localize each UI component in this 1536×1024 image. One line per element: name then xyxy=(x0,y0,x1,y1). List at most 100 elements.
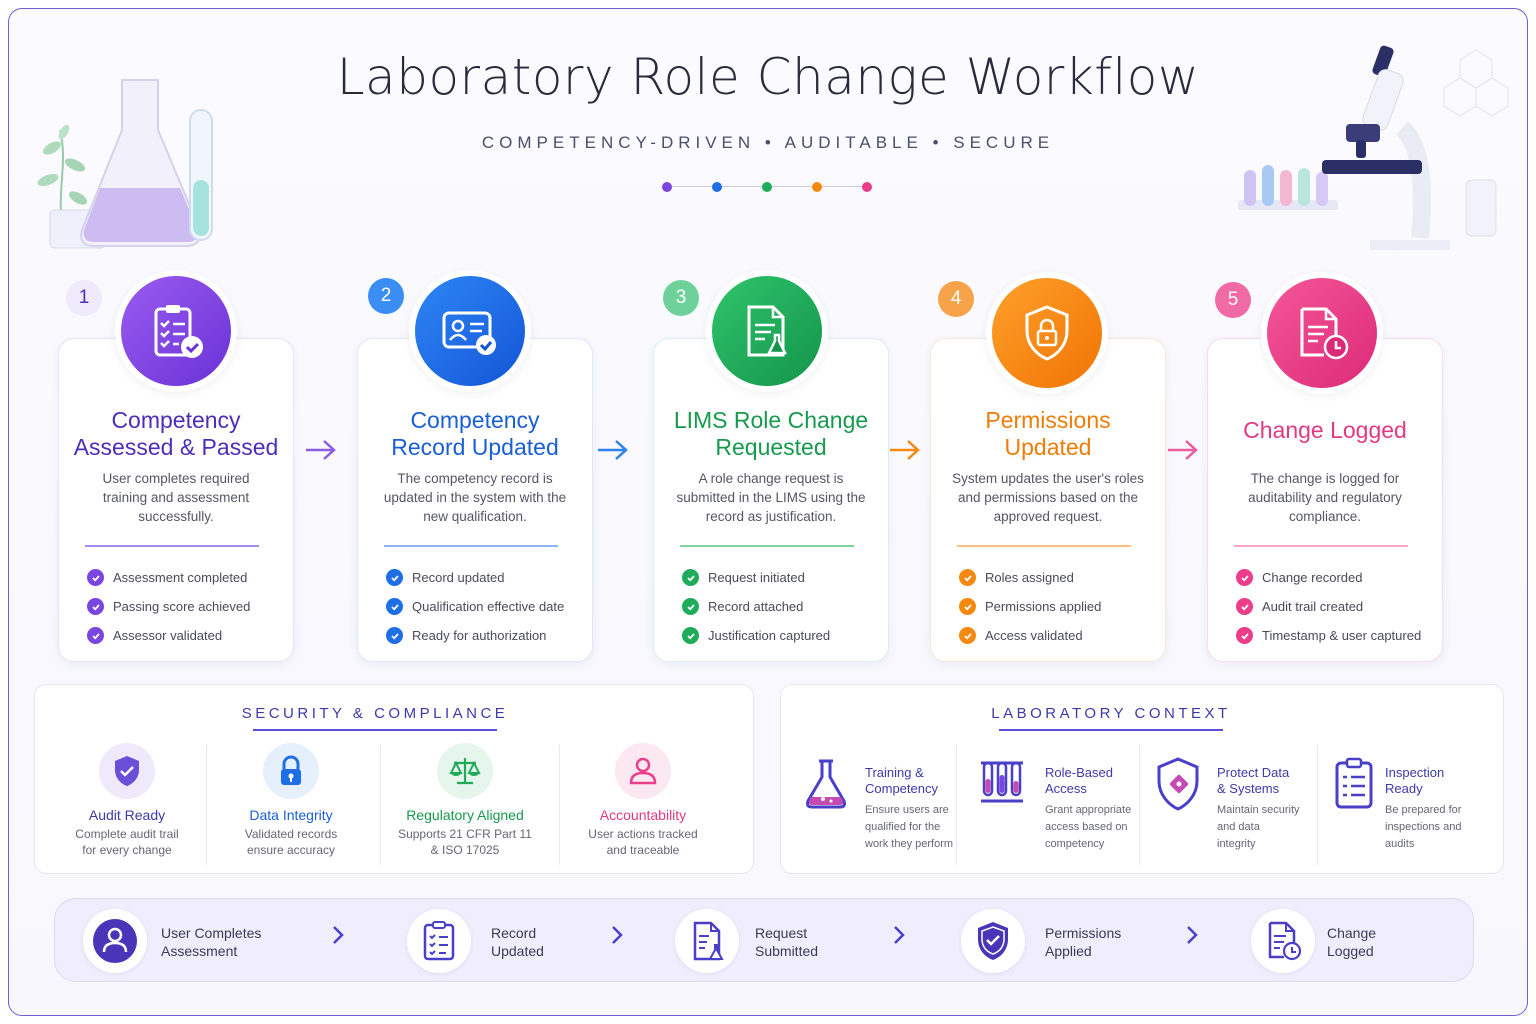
chevron-right-icon xyxy=(333,926,344,944)
chevron-right-icon xyxy=(1187,926,1198,944)
arrow-right-icon xyxy=(598,440,628,460)
check-icon xyxy=(386,627,403,644)
scales-icon xyxy=(437,743,493,799)
checklist-item: Roles assigned xyxy=(959,563,1101,592)
checklist-item: Ready for authorization xyxy=(386,621,564,650)
step-description: System updates the user's roles and perm… xyxy=(952,471,1144,524)
step-title-line2: Requested xyxy=(715,434,827,460)
step-number-badge: 2 xyxy=(368,278,404,314)
step-card-1: Competency Assessed & Passed User comple… xyxy=(58,338,294,662)
check-icon xyxy=(959,627,976,644)
panel-title: LABORATORY CONTEXT xyxy=(991,705,1231,722)
checklist-icon xyxy=(1335,757,1373,809)
checklist-item: Passing score achieved xyxy=(87,592,250,621)
shield-key-icon xyxy=(1157,757,1199,811)
check-icon xyxy=(1236,627,1253,644)
checklist-item: Permissions applied xyxy=(959,592,1101,621)
check-icon xyxy=(682,627,699,644)
shield-check-icon xyxy=(99,743,155,799)
checklist-item: Access validated xyxy=(959,621,1101,650)
clipboard-list-icon xyxy=(407,909,471,973)
microscope-illustration xyxy=(1238,45,1509,250)
check-icon xyxy=(87,569,104,586)
chevron-right-icon xyxy=(894,926,905,944)
step-number-badge: 5 xyxy=(1215,282,1251,318)
step-title-line1: Change Logged xyxy=(1243,417,1407,443)
step-checklist: Request initiated Record attached Justif… xyxy=(682,563,830,650)
step-description: The change is logged for auditability an… xyxy=(1248,471,1402,524)
check-icon xyxy=(682,598,699,615)
checklist-item: Change recorded xyxy=(1236,563,1421,592)
checklist-item: Justification captured xyxy=(682,621,830,650)
panel-title: SECURITY & COMPLIANCE xyxy=(241,705,509,722)
flask-icon xyxy=(806,759,846,809)
document-flask-icon xyxy=(712,276,822,386)
step-title-line1: Competency xyxy=(111,407,241,433)
user-circle-icon xyxy=(83,909,147,973)
checklist-item: Request initiated xyxy=(682,563,830,592)
check-icon xyxy=(959,598,976,615)
checklist-item: Assessment completed xyxy=(87,563,250,592)
check-icon xyxy=(87,598,104,615)
step-title-line1: Competency xyxy=(410,407,540,433)
chevron-right-icon xyxy=(612,926,623,944)
step-title-line2: Updated xyxy=(1004,434,1092,460)
arrow-right-icon xyxy=(1168,440,1198,460)
document-clock-icon xyxy=(1267,278,1377,388)
id-card-check-icon xyxy=(415,276,525,386)
step-card-2: Competency Record Updated The competency… xyxy=(357,338,593,662)
step-card-3: LIMS Role Change Requested A role change… xyxy=(653,338,889,662)
checklist-item: Assessor validated xyxy=(87,621,250,650)
test-tubes-icon xyxy=(981,761,1023,803)
checklist-item: Qualification effective date xyxy=(386,592,564,621)
step-checklist: Roles assigned Permissions applied Acces… xyxy=(959,563,1101,650)
arrow-right-icon xyxy=(890,440,920,460)
step-number-badge: 3 xyxy=(663,280,699,316)
step-description: The competency record is updated in the … xyxy=(383,471,567,524)
checklist-item: Timestamp & user captured xyxy=(1236,621,1421,650)
check-icon xyxy=(386,569,403,586)
checklist-item: Record updated xyxy=(386,563,564,592)
progress-dots xyxy=(662,181,874,193)
lab-glassware-illustration xyxy=(37,79,213,249)
check-icon xyxy=(87,627,104,644)
shield-check-icon xyxy=(961,909,1025,973)
step-description: User completes required training and ass… xyxy=(102,471,250,524)
step-title-line2: Assessed & Passed xyxy=(73,434,279,460)
document-flask-icon xyxy=(675,909,739,973)
page-title: Laboratory Role Change Workflow xyxy=(336,48,1200,106)
step-checklist: Assessment completed Passing score achie… xyxy=(87,563,250,650)
document-clock-icon xyxy=(1251,909,1315,973)
step-title-line2: Record Updated xyxy=(391,434,559,460)
step-description: A role change request is submitted in th… xyxy=(676,471,866,524)
step-number-badge: 1 xyxy=(66,280,102,316)
laboratory-context-panel: LABORATORY CONTEXT Training &Competency … xyxy=(780,684,1504,874)
check-icon xyxy=(1236,569,1253,586)
check-icon xyxy=(386,598,403,615)
step-checklist: Change recorded Audit trail created Time… xyxy=(1236,563,1421,650)
step-number-badge: 4 xyxy=(938,281,974,317)
checklist-item: Audit trail created xyxy=(1236,592,1421,621)
clipboard-check-icon xyxy=(121,276,231,386)
check-icon xyxy=(1236,598,1253,615)
arrow-right-icon xyxy=(306,440,336,460)
padlock-icon xyxy=(263,743,319,799)
check-icon xyxy=(959,569,976,586)
security-compliance-panel: SECURITY & COMPLIANCE Audit Ready Comple… xyxy=(34,684,754,874)
step-title-line1: Permissions xyxy=(985,407,1111,433)
user-icon xyxy=(615,743,671,799)
checklist-item: Record attached xyxy=(682,592,830,621)
